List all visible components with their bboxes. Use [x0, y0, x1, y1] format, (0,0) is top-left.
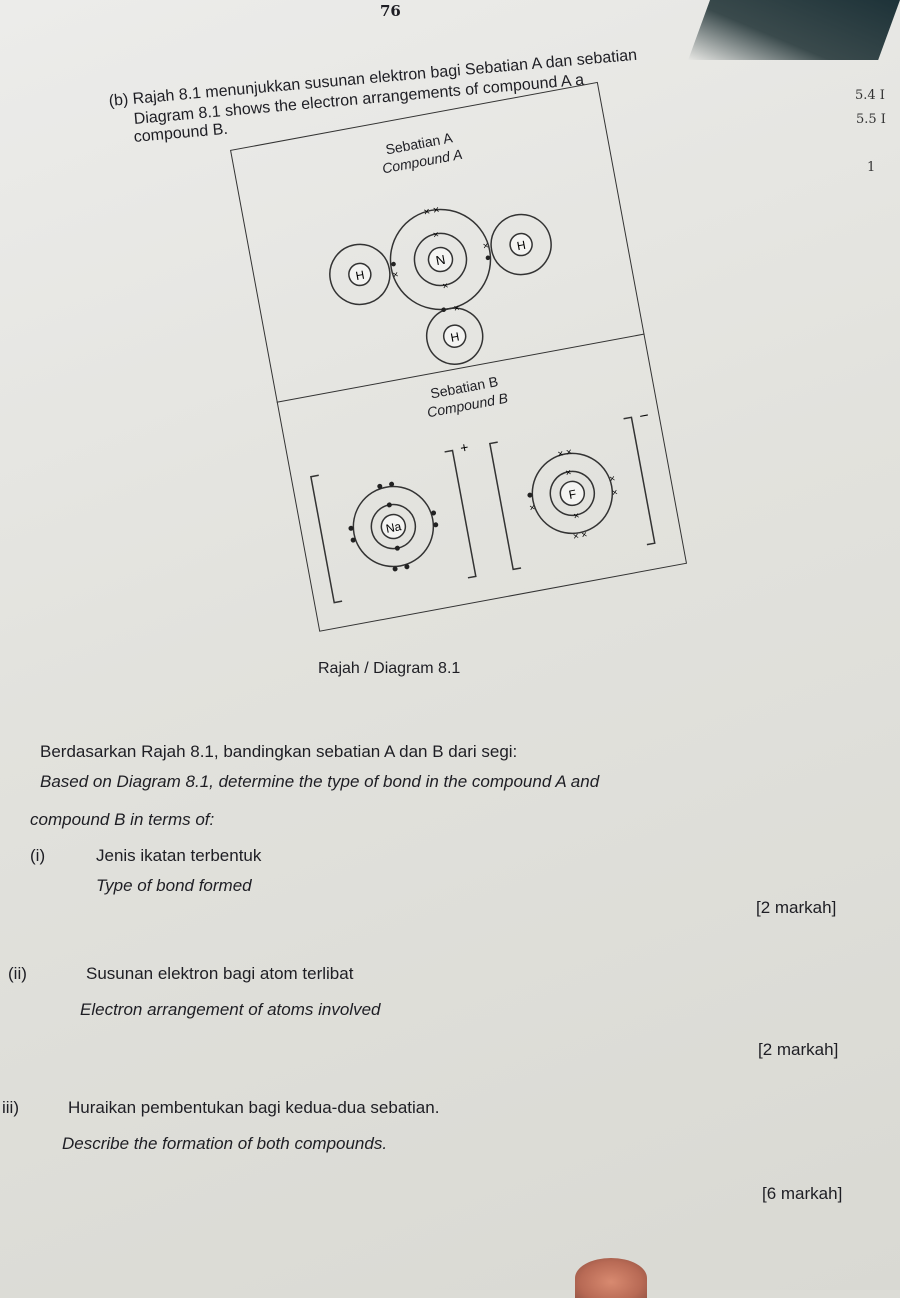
electron-cross: × [529, 502, 537, 514]
part-number: iii) [2, 1098, 19, 1117]
hydrogen-bottom-shell [425, 307, 484, 365]
electron-cross: × [611, 487, 619, 499]
inner-electron: × [432, 229, 440, 241]
shared-electron-cross: × [392, 269, 400, 281]
part-text-malay: Susunan elektron bagi atom terlibat [86, 964, 354, 983]
fingertip [575, 1258, 647, 1298]
hydrogen-bottom-nucleus [442, 324, 467, 348]
sodium-fluoride-electron-diagram: + Na − F × × × × × × × [310, 407, 656, 604]
nitrogen-nucleus [427, 246, 454, 273]
shared-electron-cross: × [453, 303, 461, 315]
part-number: (ii) [8, 964, 27, 983]
part-text-english: Describe the formation of both compounds… [62, 1134, 388, 1153]
electron-cross: × × [572, 529, 588, 542]
background-corner [688, 0, 900, 60]
side-note: 5.4 I [855, 88, 885, 103]
marks-allocation: [2 markah] [758, 1040, 839, 1059]
electron-dot [431, 510, 437, 516]
nitrogen-inner-shell [413, 232, 468, 287]
side-note: 5.5 I [856, 112, 886, 127]
electron-cross: × [565, 467, 573, 479]
atom-symbol-h: H [516, 238, 527, 253]
sodium-shell-2 [352, 485, 435, 568]
part-text-malay: Huraikan pembentukan bagi kedua-dua seba… [68, 1098, 440, 1117]
electron-cross: × [609, 473, 617, 485]
shared-electron-dot [485, 255, 491, 261]
electron-dot [389, 481, 395, 487]
sodium-nucleus [380, 513, 407, 540]
fluorine-shell-1 [549, 470, 596, 517]
electron-dot [350, 537, 356, 543]
marks-allocation: [2 markah] [756, 898, 837, 917]
marks-allocation: [6 markah] [762, 1184, 843, 1203]
bracket-left [488, 441, 522, 571]
atom-symbol-h: H [449, 329, 460, 344]
hydrogen-right-nucleus [509, 232, 533, 257]
side-note: 1 [867, 160, 876, 175]
electron-dot [348, 525, 354, 531]
hydrogen-right-shell [490, 213, 552, 276]
ion-symbol-na: Na [385, 519, 403, 536]
ion-symbol-f: F [568, 487, 578, 502]
diagram-8-1: Sebatian A Compound A N H H H × × × × × … [230, 81, 688, 632]
question-stem-english-2: compound B in terms of: [30, 810, 215, 829]
shared-electron-cross: × [482, 241, 490, 253]
fluorine-nucleus [559, 480, 586, 507]
electron-cross: × × [557, 447, 573, 460]
page-number: 76 [380, 2, 401, 20]
part-text-english: Type of bond formed [96, 876, 252, 895]
bracket-right [444, 449, 477, 579]
question-stem-malay: Berdasarkan Rajah 8.1, bandingkan sebati… [40, 742, 518, 761]
electron-dot [404, 564, 410, 570]
part-text-malay: Jenis ikatan terbentuk [96, 846, 262, 865]
part-number: (i) [30, 846, 46, 865]
lone-pair-electrons: × × [423, 204, 441, 219]
bracket-right [623, 416, 656, 546]
fluorine-shell-2 [531, 452, 614, 535]
electron-dot [377, 483, 383, 489]
atom-symbol-n: N [435, 252, 447, 268]
diagram-caption: Rajah / Diagram 8.1 [318, 660, 461, 677]
bracket-left [310, 474, 343, 604]
anion-charge: − [638, 407, 650, 425]
question-stem-english: Based on Diagram 8.1, determine the type… [40, 772, 600, 791]
ammonia-electron-diagram: N H H H × × × × × × × [329, 204, 552, 365]
transferred-electron-dot [527, 492, 533, 498]
hydrogen-left-nucleus [348, 262, 372, 287]
shared-electron-dot [441, 307, 446, 313]
electron-dot [386, 502, 392, 508]
inner-electron: × [442, 281, 450, 293]
electron-dot [433, 522, 439, 528]
part-text-english: Electron arrangement of atoms involved [80, 1000, 381, 1019]
hydrogen-left-shell [329, 243, 391, 306]
electron-dot [394, 545, 400, 551]
shared-electron-dot [391, 261, 396, 267]
electron-dot [392, 566, 398, 572]
electron-cross: × [573, 511, 581, 523]
cation-charge: + [459, 439, 470, 456]
atom-symbol-h: H [354, 268, 365, 283]
